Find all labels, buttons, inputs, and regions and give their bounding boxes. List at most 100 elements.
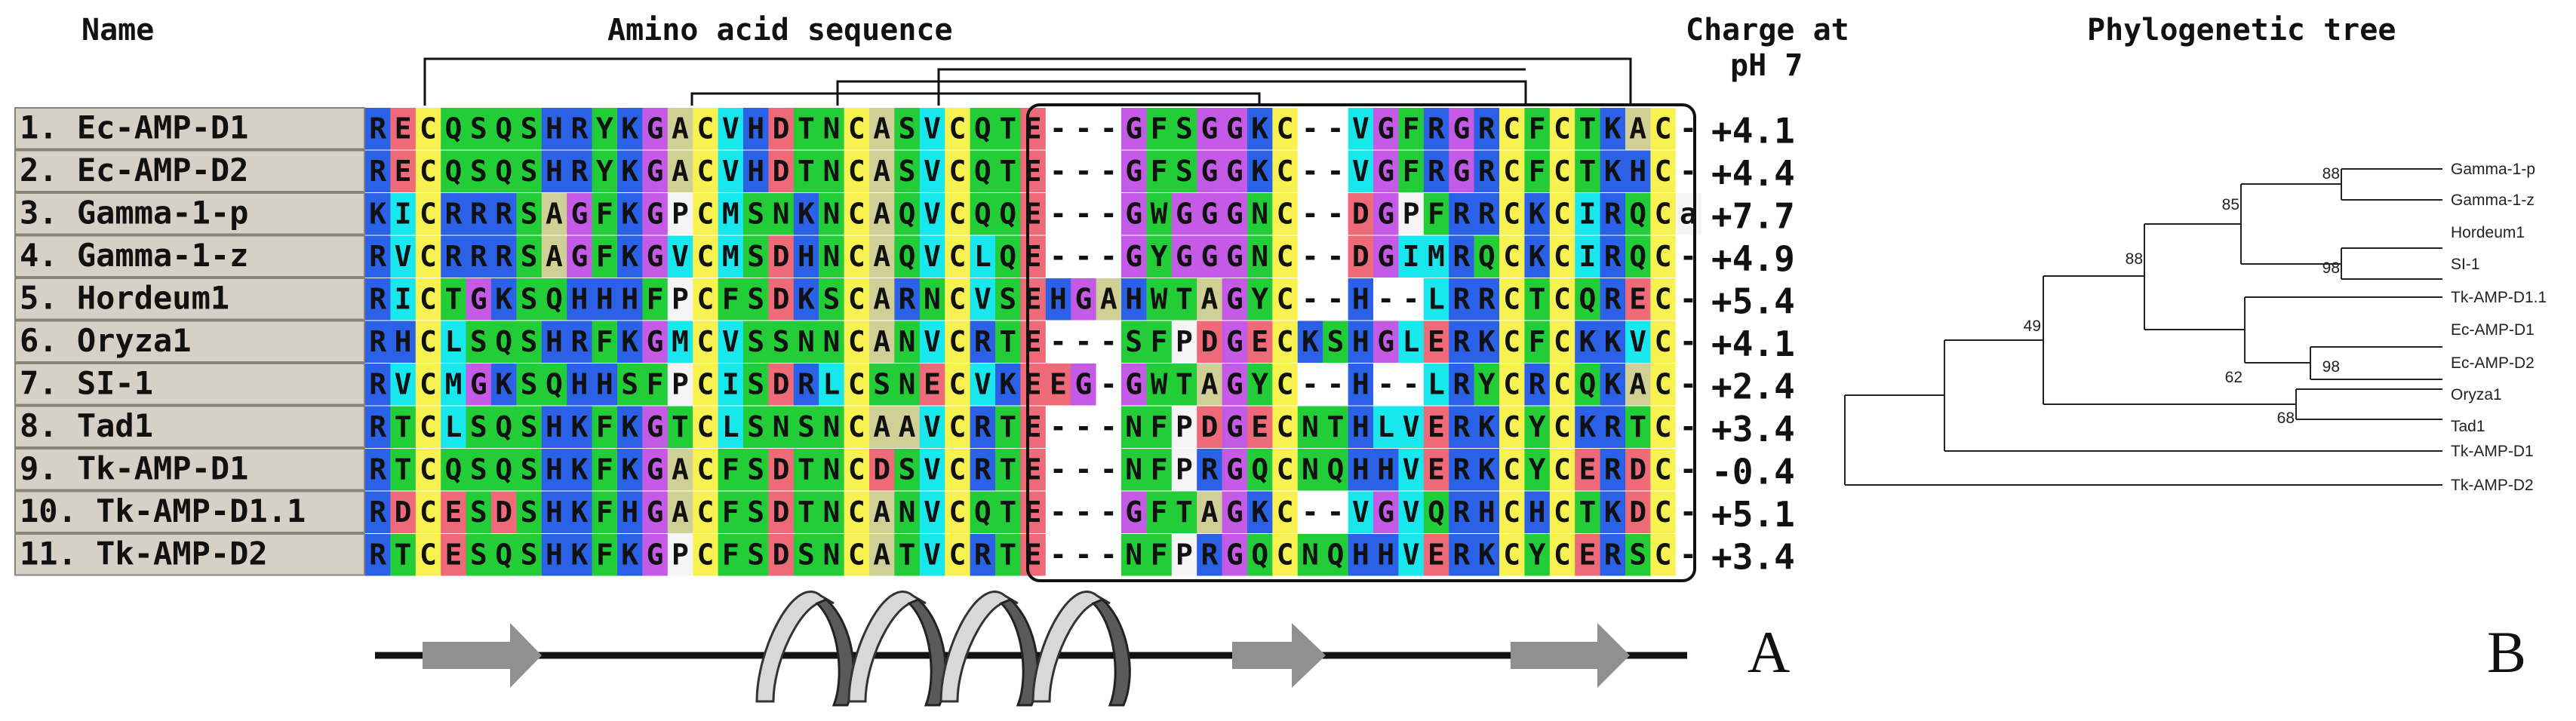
residue-letter: N <box>822 538 840 572</box>
residue-letter: T <box>1578 155 1596 188</box>
charge-value: +4.1 <box>1711 324 1795 364</box>
residue-cell <box>869 321 895 363</box>
residue-cell <box>743 491 769 533</box>
residue-letter: S <box>873 368 890 401</box>
residue-cell <box>1549 150 1575 192</box>
alpha-helix-icon <box>755 591 1131 707</box>
residue-letter: H <box>1352 368 1369 401</box>
residue-cell <box>919 491 945 533</box>
residue-cell <box>894 406 921 448</box>
residue-cell <box>1323 235 1349 278</box>
name-box <box>14 235 365 278</box>
residue-letter: N <box>1125 453 1142 486</box>
residue-letter: - <box>1050 410 1067 443</box>
residue-cell <box>1121 193 1147 235</box>
residue-letter: - <box>1302 283 1319 316</box>
residue-cell <box>1600 491 1626 533</box>
residue-letter: S <box>798 410 815 443</box>
residue-letter: R <box>1428 112 1445 146</box>
residue-letter: H <box>546 155 563 188</box>
residue-cell <box>970 278 996 321</box>
residue-letter: A <box>873 283 890 316</box>
residue-letter: V <box>924 155 941 188</box>
residue-cell <box>1625 364 1651 406</box>
residue-cell <box>1071 449 1097 491</box>
residue-letter: K <box>621 112 638 146</box>
residue-cell <box>516 108 543 150</box>
residue-cell <box>1146 108 1173 150</box>
residue-cell <box>1373 150 1399 192</box>
residue-cell <box>1297 364 1323 406</box>
residue-cell <box>415 108 441 150</box>
residue-cell <box>1146 449 1173 491</box>
tree-leaf-label: SI-1 <box>2451 256 2480 273</box>
residue-cell <box>1499 491 1525 533</box>
sequence-name: 1. Ec-AMP-D1 <box>20 109 248 146</box>
charge-value: +4.1 <box>1711 111 1795 152</box>
residue-letter: - <box>1100 325 1117 358</box>
residue-cell <box>718 364 744 406</box>
residue-cell <box>1071 321 1097 363</box>
residue-cell <box>1575 278 1601 321</box>
residue-cell <box>365 193 391 235</box>
residue-cell <box>1146 193 1173 235</box>
residue-letter: - <box>1680 155 1697 188</box>
residue-cell <box>919 150 945 192</box>
residue-letter: S <box>521 538 538 572</box>
residue-cell <box>1675 193 1701 235</box>
residue-letter: N <box>822 112 840 146</box>
residue-cell <box>415 278 441 321</box>
residue-letter: N <box>1251 198 1268 231</box>
residue-cell <box>1348 193 1374 235</box>
residue-cell <box>1474 364 1500 406</box>
residue-cell <box>592 108 618 150</box>
residue-cell <box>1575 108 1601 150</box>
residue-cell <box>1121 534 1147 576</box>
residue-letter: G <box>1125 112 1142 146</box>
residue-letter: R <box>1452 495 1470 529</box>
residue-cell <box>1449 406 1475 448</box>
residue-cell <box>819 321 845 363</box>
residue-cell <box>869 364 895 406</box>
residue-letter: F <box>1151 155 1168 188</box>
residue-letter: - <box>1377 283 1394 316</box>
name-box <box>14 448 365 491</box>
residue-cell <box>541 491 567 533</box>
residue-letter: G <box>647 240 664 273</box>
residue-letter: N <box>924 283 941 316</box>
residue-cell <box>1398 108 1425 150</box>
residue-letter: S <box>470 453 487 486</box>
residue-letter: C <box>1655 112 1672 146</box>
residue-letter: C <box>696 240 714 273</box>
residue-letter: C <box>1554 198 1571 231</box>
residue-cell <box>1323 108 1349 150</box>
residue-cell <box>1449 491 1475 533</box>
residue-letter: G <box>1200 155 1218 188</box>
residue-letter: V <box>1403 453 1420 486</box>
residue-letter: Q <box>495 325 512 358</box>
residue-cell <box>1096 321 1122 363</box>
residue-cell <box>1121 108 1147 150</box>
residue-letter: M <box>722 198 739 231</box>
residue-letter: H <box>596 368 613 401</box>
residue-cell <box>1499 108 1525 150</box>
residue-letter: R <box>1529 368 1546 401</box>
residue-letter: Q <box>1578 283 1596 316</box>
tree-labels: Gamma-1-pGamma-1-zHordeum1SI-1Tk-AMP-D1.… <box>2024 161 2547 494</box>
residue-letter: C <box>848 453 865 486</box>
residue-cell <box>1096 364 1122 406</box>
residue-letter: S <box>747 538 764 572</box>
residue-letter: L <box>822 368 840 401</box>
residue-cell <box>844 150 870 192</box>
residue-letter: - <box>1050 325 1067 358</box>
residue-cell <box>844 321 870 363</box>
residue-cell <box>1650 150 1677 192</box>
residue-cell <box>415 449 441 491</box>
residue-cell <box>1247 491 1273 533</box>
residue-letter: G <box>647 198 664 231</box>
residue-cell <box>365 491 391 533</box>
residue-cell <box>1222 150 1248 192</box>
residue-letter: S <box>773 325 790 358</box>
residue-cell <box>1524 150 1551 192</box>
residue-cell <box>1549 235 1575 278</box>
